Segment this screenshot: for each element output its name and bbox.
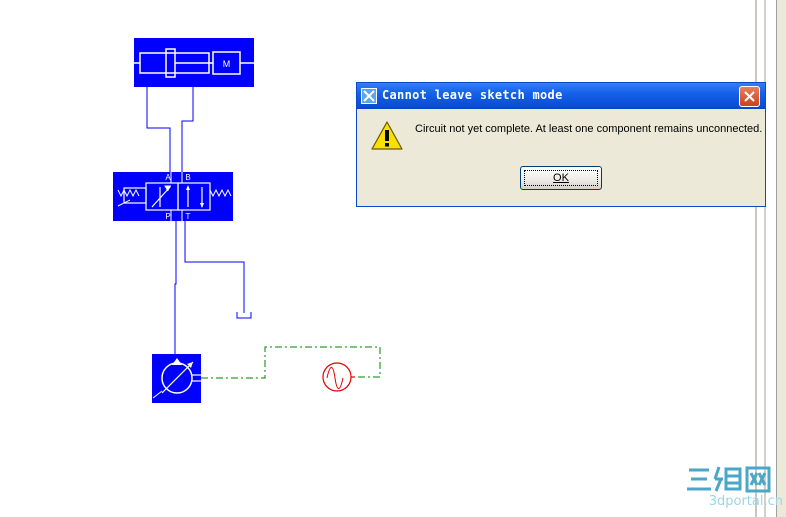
warning-icon (371, 121, 403, 150)
valve-port-t-label: T (186, 212, 191, 221)
site-watermark: 3dportal.cn (683, 463, 783, 515)
scrollbar-rail (755, 0, 757, 517)
watermark-logo (687, 466, 771, 493)
dialog-titlebar[interactable]: Cannot leave sketch mode (357, 83, 765, 109)
cylinder-motor-component[interactable]: M (134, 38, 254, 87)
directional-valve-component[interactable]: A B P T (113, 172, 233, 221)
scrollbar-track[interactable] (776, 0, 786, 517)
scrollbar-rail-inner (764, 0, 766, 517)
right-scrollbar[interactable] (755, 0, 786, 517)
ok-button-label: OK (553, 172, 569, 184)
motor-label: M (223, 59, 231, 69)
valve-port-a-label: A (165, 173, 171, 182)
hydraulic-lines (146, 87, 245, 354)
valve-port-p-label: P (165, 212, 170, 221)
electric-connection-line (201, 346, 381, 379)
ac-source-symbol[interactable] (322, 362, 355, 392)
watermark-domain: 3dportal.cn (708, 494, 783, 509)
focus-rectangle (524, 170, 598, 186)
valve-port-b-label: B (185, 173, 190, 182)
ok-button[interactable]: OK (520, 166, 602, 190)
dialog-message: Circuit not yet complete. At least one c… (415, 123, 763, 135)
error-dialog: Cannot leave sketch mode Circuit not yet… (356, 82, 766, 207)
variable-pump-component[interactable] (152, 354, 201, 403)
tank-symbol (236, 312, 252, 319)
close-button[interactable] (739, 86, 760, 107)
app-icon (361, 88, 377, 104)
dialog-title: Cannot leave sketch mode (382, 88, 563, 102)
close-icon (744, 91, 755, 102)
